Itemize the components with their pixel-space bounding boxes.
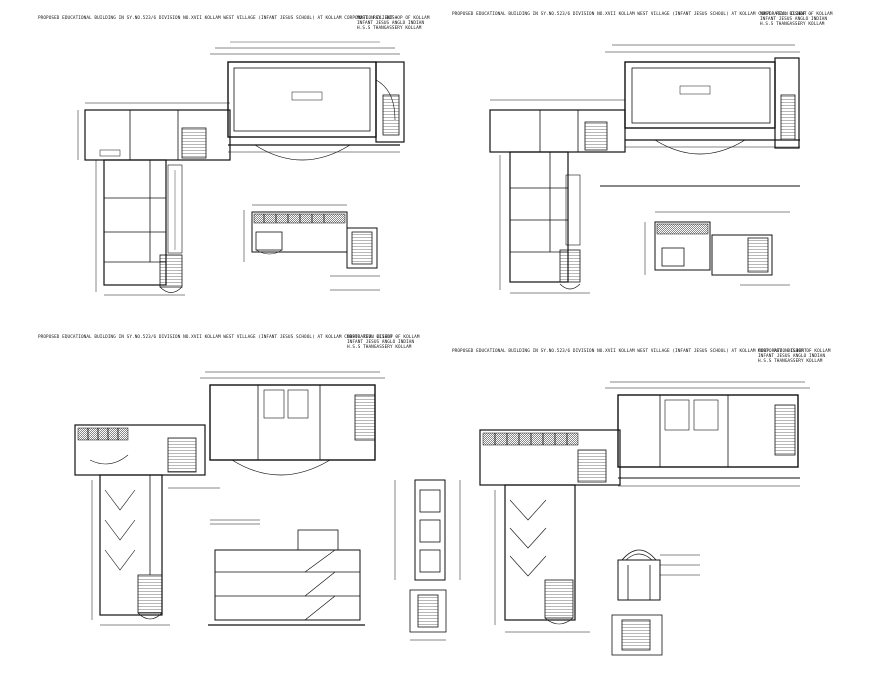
sheet-1-floor-plan	[77, 41, 405, 296]
sheet-1-title: PROPOSED EDUCATIONAL BUILDING IN SY.NO.5…	[38, 16, 399, 21]
sheet-1-client: MOST. REV. BISHOP OF KOLLAM INFANT JESUS…	[357, 16, 430, 31]
sheet-3-client: MOST. REV. BISHOP OF KOLLAM INFANT JESUS…	[347, 335, 420, 350]
sheet-2-floor-plan	[489, 44, 800, 294]
sheet-3-section	[208, 519, 365, 626]
sheet-2-title: PROPOSED EDUCATIONAL BUILDING IN SY.NO.5…	[452, 12, 813, 17]
sheet-3-stair-elevation	[394, 479, 461, 641]
sheet-2-toilet-detail	[644, 211, 790, 286]
sheet-3-title: PROPOSED EDUCATIONAL BUILDING IN SY.NO.5…	[38, 335, 399, 340]
sheet-4-arch-elevation	[611, 549, 700, 656]
sheet-3-floor-plan	[74, 371, 385, 626]
sheet-4-title: PROPOSED EDUCATIONAL BUILDING IN SY.NO.5…	[452, 349, 813, 354]
sheet-4-floor-plan	[479, 381, 810, 633]
sheet-4-client: MOST. REV. BISHOP OF KOLLAM INFANT JESUS…	[758, 349, 831, 364]
sheet-2-client: MOST. REV. BISHOP OF KOLLAM INFANT JESUS…	[760, 12, 833, 27]
sheet-1-toilet-detail	[243, 204, 380, 291]
